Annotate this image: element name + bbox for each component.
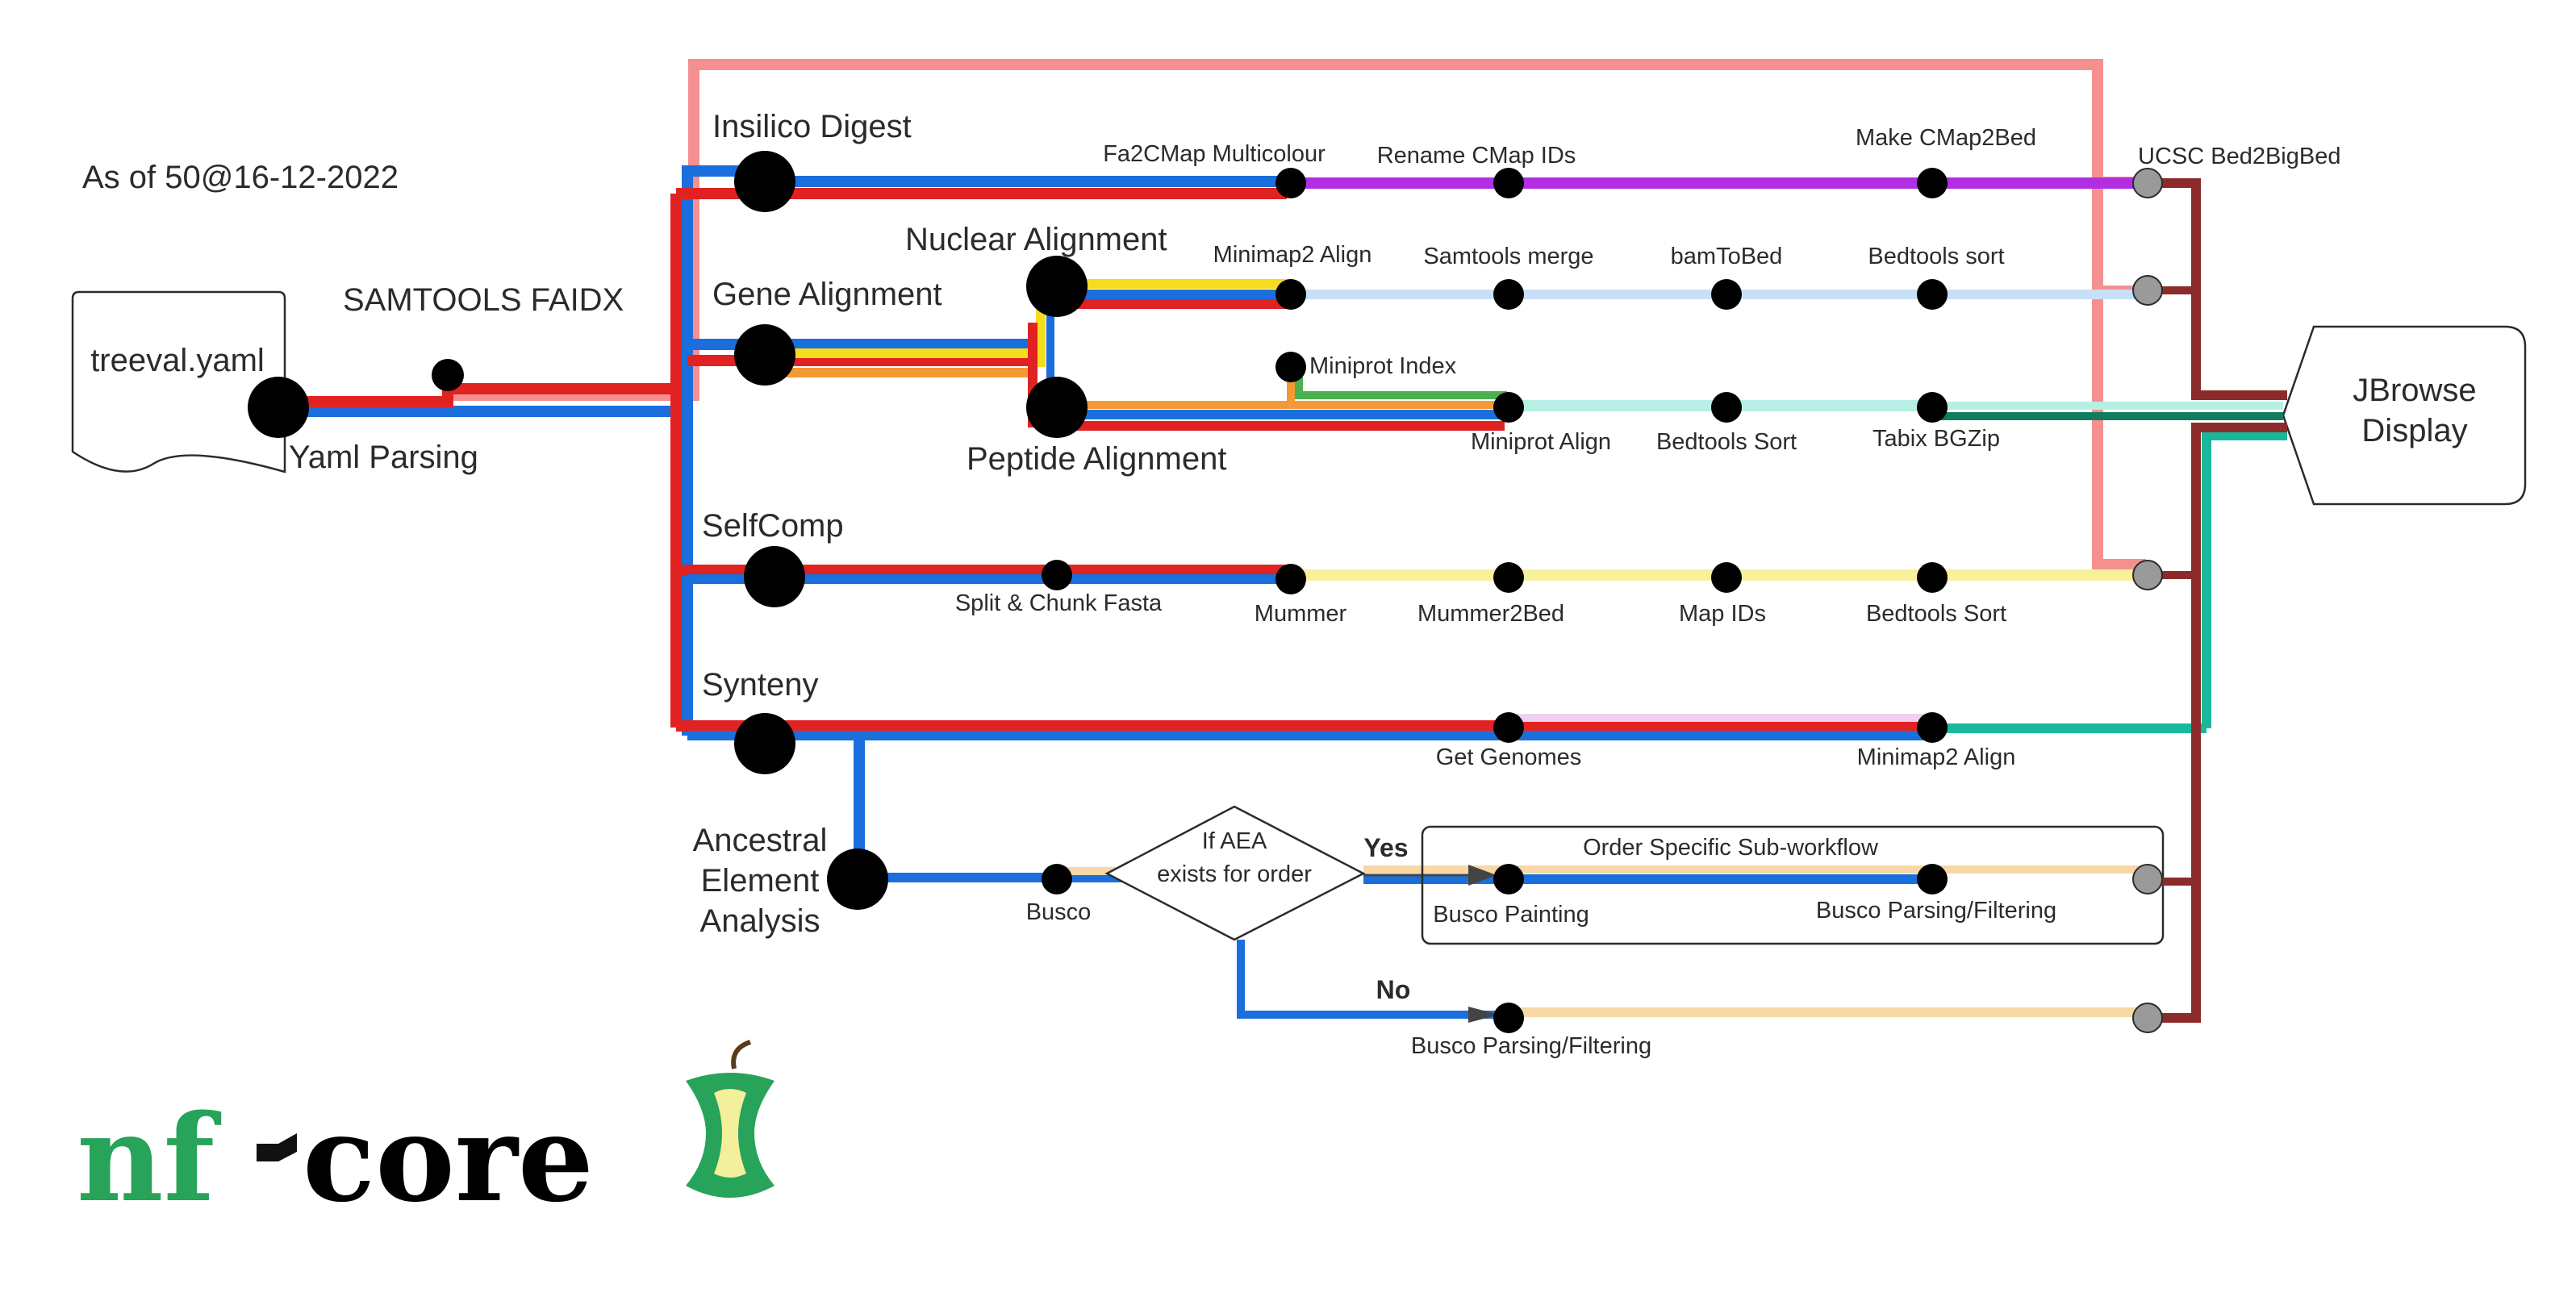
node-bamtobed	[1711, 279, 1742, 310]
red-trunk	[278, 383, 690, 407]
label-minimap2-nuc: Minimap2 Align	[1213, 242, 1372, 268]
jbrowse-display-shape	[2282, 325, 2527, 506]
node-minimap2-nuc	[1275, 279, 1306, 310]
label-busco-parsing-no: Busco Parsing/Filtering	[1411, 1033, 1651, 1059]
endpoint-no	[2132, 1003, 2163, 1033]
endpoint-selfcomp	[2132, 560, 2163, 590]
node-rename-cmap	[1493, 168, 1524, 198]
label-peptide-alignment: Peptide Alignment	[967, 441, 1226, 477]
input-document-shape	[71, 290, 286, 473]
label-mummer: Mummer	[1255, 601, 1347, 627]
label-ancestral-1: Ancestral	[693, 823, 828, 858]
node-peptide-alignment	[1026, 377, 1088, 438]
label-map-ids: Map IDs	[1679, 601, 1766, 627]
nf-core-logo: nf core	[77, 1088, 594, 1228]
node-miniprot-index	[1275, 352, 1306, 382]
logo-core-text: core	[303, 1088, 594, 1228]
node-map-ids	[1711, 562, 1742, 593]
label-bedtools-sort-nuc: Bedtools sort	[1868, 244, 2004, 269]
label-samtools-faidx: SAMTOOLS FAIDX	[343, 282, 624, 318]
label-miniprot-align: Miniprot Align	[1471, 429, 1611, 455]
logo-dash-icon	[257, 1133, 297, 1161]
label-no: No	[1376, 975, 1411, 1004]
label-synteny: Synteny	[702, 667, 819, 703]
label-ancestral-3: Analysis	[700, 903, 820, 939]
node-make-cmap2bed	[1917, 168, 1948, 198]
label-order-specific: Order Specific Sub-workflow	[1583, 835, 1879, 861]
synteny-teal-up	[2202, 431, 2287, 728]
node-busco-painting	[1493, 864, 1524, 894]
node-busco-parsing-yes	[1917, 864, 1948, 894]
node-minimap2-syn	[1917, 712, 1948, 743]
node-busco-parsing-no	[1493, 1003, 1524, 1033]
node-insilico-digest	[734, 151, 795, 212]
label-yaml-parsing: Yaml Parsing	[289, 440, 478, 475]
node-mummer2bed	[1493, 562, 1524, 593]
logo-nf-text: nf	[77, 1088, 222, 1228]
endpoint-insilico	[2132, 168, 2163, 198]
label-make-cmap2bed: Make CMap2Bed	[1856, 125, 2036, 151]
node-selfcomp	[744, 546, 805, 607]
label-busco-parsing-yes: Busco Parsing/Filtering	[1816, 898, 2056, 924]
node-ancestral	[827, 849, 888, 910]
label-ancestral-2: Element	[701, 863, 820, 899]
label-selfcomp: SelfComp	[702, 508, 844, 544]
label-ucsc-bed2bigbed: UCSC Bed2BigBed	[2138, 144, 2340, 169]
input-file-label: treeval.yaml	[90, 343, 265, 378]
decision-diamond	[1104, 805, 1366, 941]
label-nuclear-alignment: Nuclear Alignment	[905, 222, 1167, 257]
node-synteny	[734, 713, 795, 774]
node-busco	[1042, 864, 1072, 894]
node-miniprot-align	[1493, 392, 1524, 423]
label-bedtools-sort-self: Bedtools Sort	[1866, 601, 2006, 627]
node-samtools-merge	[1493, 279, 1524, 310]
salmon-route	[448, 59, 2146, 570]
label-gene-alignment: Gene Alignment	[712, 277, 942, 312]
node-yaml-parsing	[248, 377, 309, 438]
node-mummer	[1275, 564, 1306, 594]
label-decision-1: If AEA	[1202, 828, 1267, 854]
node-fa2cmap	[1275, 168, 1306, 198]
node-bedtools-sort-nuc	[1917, 279, 1948, 310]
jbrowse-display-line2: Display	[2361, 413, 2467, 448]
label-rename-cmap: Rename CMap IDs	[1377, 143, 1576, 169]
label-bamtobed: bamToBed	[1671, 244, 1783, 269]
yes-arrow-head	[1468, 865, 1497, 886]
node-bedtools-sort-self	[1917, 562, 1948, 593]
node-nuclear-alignment	[1026, 256, 1088, 317]
node-get-genomes	[1493, 712, 1524, 743]
node-gene-alignment	[734, 324, 795, 386]
label-busco: Busco	[1026, 899, 1092, 925]
label-bedtools-sort-pep: Bedtools Sort	[1656, 429, 1797, 455]
label-fa2cmap: Fa2CMap Multicolour	[1103, 141, 1326, 167]
no-arrow-head	[1468, 1007, 1499, 1023]
label-yes: Yes	[1363, 833, 1408, 862]
node-split-chunk	[1042, 560, 1072, 590]
apple-core-icon	[686, 1040, 774, 1198]
label-busco-painting: Busco Painting	[1433, 902, 1589, 928]
no-blue	[1237, 940, 1505, 1019]
maroon-collector-bottom	[2150, 423, 2287, 1023]
node-tabix-bgzip	[1917, 392, 1948, 423]
label-minimap2-syn: Minimap2 Align	[1857, 744, 2016, 770]
label-split-chunk: Split & Chunk Fasta	[955, 590, 1163, 616]
endpoint-yes	[2132, 864, 2163, 894]
node-samtools-faidx	[432, 359, 464, 391]
label-mummer2bed: Mummer2Bed	[1417, 601, 1564, 627]
version-text: As of 50@16-12-2022	[82, 160, 399, 195]
label-insilico-digest: Insilico Digest	[712, 109, 912, 144]
endpoint-nuclear	[2132, 275, 2163, 306]
label-get-genomes: Get Genomes	[1436, 744, 1582, 770]
node-bedtools-sort-pep	[1711, 392, 1742, 423]
label-samtools-merge: Samtools merge	[1423, 244, 1593, 269]
label-decision-2: exists for order	[1157, 861, 1312, 887]
label-miniprot-index: Miniprot Index	[1309, 353, 1457, 379]
jbrowse-display-line1: JBrowse	[2353, 373, 2476, 408]
label-tabix-bgzip: Tabix BGZip	[1873, 426, 2000, 452]
